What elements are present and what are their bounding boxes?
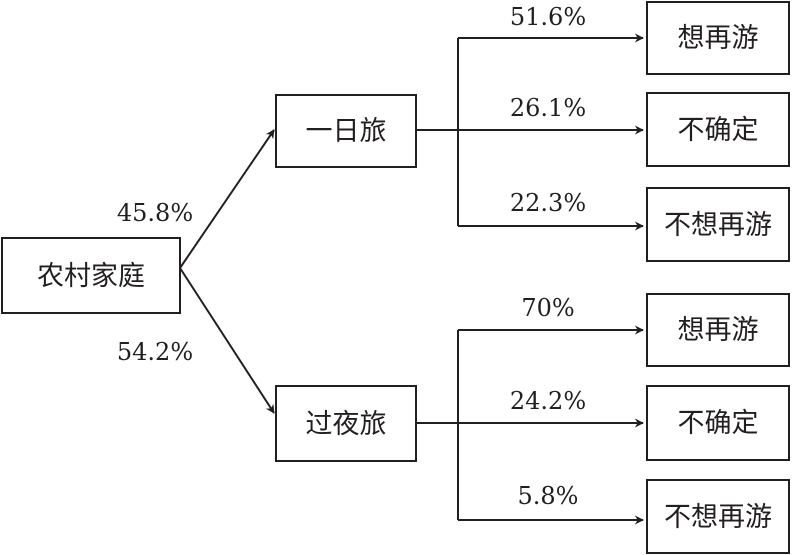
node-rural-family: 农村家庭 xyxy=(1,237,181,314)
percent-overnight-not-again: 5.8% xyxy=(518,482,579,510)
node-day-trip-not-again: 不想再游 xyxy=(646,187,790,262)
node-overnight-want-again-label: 想再游 xyxy=(678,315,759,346)
node-overnight-unsure-label: 不确定 xyxy=(678,408,759,439)
node-day-trip-unsure-label: 不确定 xyxy=(678,115,759,146)
node-day-trip: 一日旅 xyxy=(275,94,417,168)
percent-overnight-want-again: 70% xyxy=(521,294,574,322)
node-day-trip-unsure: 不确定 xyxy=(646,92,790,167)
node-overnight-not-again-label: 不想再游 xyxy=(664,502,772,533)
edge-root-to-day-trip xyxy=(179,129,275,269)
node-overnight-unsure: 不确定 xyxy=(646,385,790,461)
node-rural-family-label: 农村家庭 xyxy=(37,261,145,292)
node-overnight-want-again: 想再游 xyxy=(646,293,790,367)
node-day-trip-want-again-label: 想再游 xyxy=(678,23,759,54)
percent-day-trip-want-again: 51.6% xyxy=(510,3,586,31)
percent-day-trip-unsure: 26.1% xyxy=(510,94,586,122)
percent-day-trip-not-again: 22.3% xyxy=(510,189,586,217)
node-day-trip-label: 一日旅 xyxy=(306,116,387,147)
edge-day-trip-trunk xyxy=(416,38,459,226)
percent-overnight-unsure: 24.2% xyxy=(510,387,586,415)
node-overnight-trip: 过夜旅 xyxy=(275,385,417,462)
edge-root-to-overnight-trip xyxy=(179,267,275,414)
node-overnight-trip-label: 过夜旅 xyxy=(306,409,387,440)
edge-overnight-trip-trunk xyxy=(416,330,459,520)
node-overnight-not-again: 不想再游 xyxy=(646,479,790,554)
percent-overnight-trip: 54.2% xyxy=(117,338,193,366)
node-day-trip-want-again: 想再游 xyxy=(646,1,790,75)
percent-day-trip: 45.8% xyxy=(117,199,193,227)
node-day-trip-not-again-label: 不想再游 xyxy=(664,210,772,241)
